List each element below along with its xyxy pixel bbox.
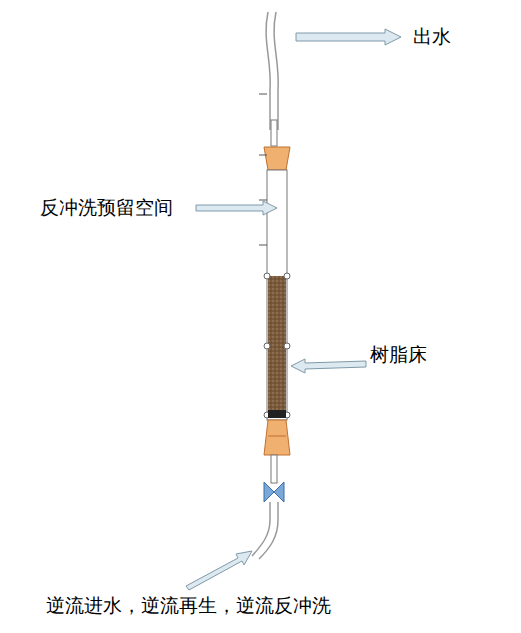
inlet-connector xyxy=(271,455,277,483)
inlet-tube xyxy=(259,502,278,559)
resin-bed xyxy=(268,276,286,415)
bottom-stopper xyxy=(264,420,290,455)
flow-note: 逆流进水，逆流再生，逆流反冲洗 xyxy=(46,594,331,617)
freeboard-label: 反冲洗预留空间 xyxy=(40,196,173,219)
resin-label: 树脂床 xyxy=(370,343,427,366)
scale-ticks xyxy=(259,94,267,245)
valve-symbol xyxy=(264,482,274,502)
outlet-connector xyxy=(271,120,277,146)
bottom-stopper xyxy=(268,436,286,437)
outlet-tube xyxy=(274,12,278,130)
pointer-arrows xyxy=(186,29,401,590)
joint-marks xyxy=(264,273,290,418)
top-stopper xyxy=(264,147,290,170)
outlet-label: 出水 xyxy=(413,25,451,48)
bottom-screen xyxy=(268,410,286,418)
inlet-tube xyxy=(252,502,270,556)
outlet-tube xyxy=(266,12,270,130)
valve-symbol xyxy=(274,482,284,502)
